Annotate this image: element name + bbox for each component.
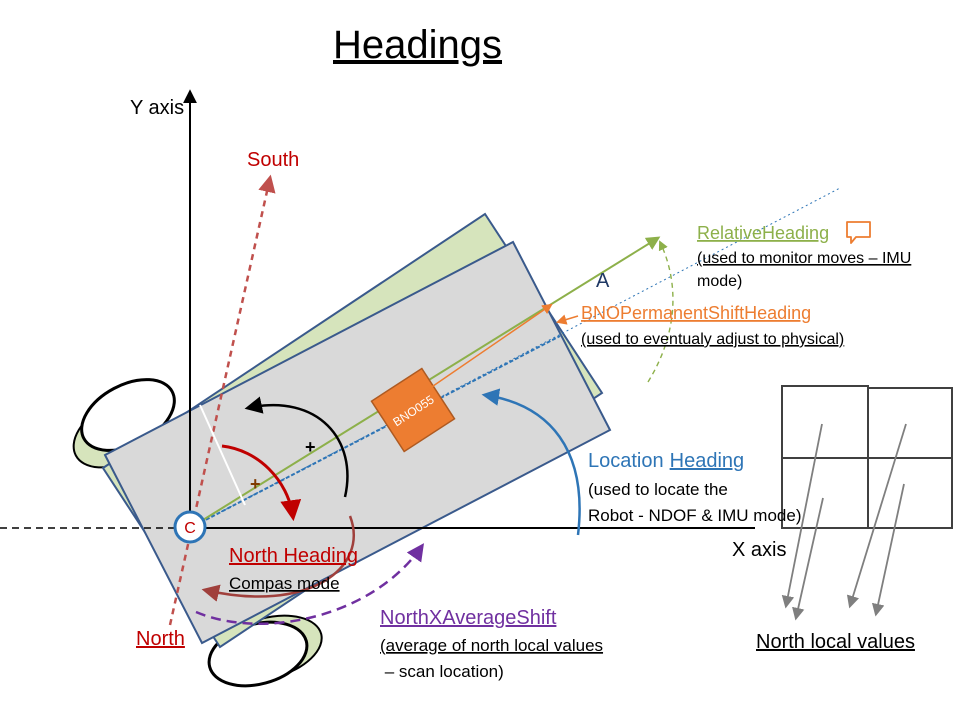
y-axis-label: Y axis [130, 97, 184, 119]
relative-heading-desc-2: mode) [697, 273, 742, 290]
plus-sign-black: + [305, 437, 316, 457]
bno-shift-pointer [555, 314, 579, 325]
north-label: North [136, 628, 185, 650]
location-heading-arc [481, 388, 581, 536]
location-axis-line [189, 335, 561, 529]
north-x-average-shift-arc [195, 543, 424, 625]
robot-center: C [173, 510, 207, 544]
north-x-average-shift-desc-1: (average of north local values [380, 636, 603, 655]
north-local-arrows [781, 423, 907, 621]
north-local-grid [781, 385, 953, 529]
robot-center-label: C [184, 520, 196, 537]
north-heading-arc-red [221, 444, 302, 522]
bno055-sensor: BNO055 [370, 367, 456, 453]
location-heading-word-2: Heading [670, 450, 745, 472]
north-heading-label: North Heading [229, 545, 358, 567]
bno-shift-line [419, 303, 553, 396]
black-rotation-arc [244, 396, 349, 498]
robot-white-line [199, 404, 246, 506]
relative-heading-label: RelativeHeading [697, 223, 829, 243]
compass-mode-arc [201, 515, 355, 602]
point-a-label: A [596, 270, 610, 292]
x-axis-label: X axis [732, 539, 786, 561]
comment-icon[interactable] [846, 221, 871, 244]
bno-shift-heading-desc: (used to eventualy adjust to physical) [581, 331, 844, 348]
north-local-values-label: North local values [756, 631, 915, 653]
location-heading-label: Location Heading [588, 450, 744, 472]
relative-heading-desc-1: (used to monitor moves – IMU [697, 250, 911, 267]
south-label: South [247, 149, 299, 171]
bno-shift-heading-label: BNOPermanentShiftHeading [581, 303, 811, 323]
robot-body [103, 240, 612, 645]
location-reference-line [189, 187, 841, 529]
relative-heading-arc [647, 240, 674, 383]
page-title: Headings [333, 23, 502, 67]
plus-sign-red: + [250, 474, 261, 494]
north-x-average-shift-desc-2: – scan location) [380, 662, 504, 681]
north-x-average-shift-label: NorthXAverageShift [380, 607, 557, 629]
location-heading-word-1: Location [588, 450, 664, 472]
location-heading-desc-2: Robot - NDOF & IMU mode) [588, 506, 802, 525]
location-heading-desc-1: (used to locate the [588, 480, 728, 499]
north-heading-desc: Compas mode [229, 574, 340, 593]
